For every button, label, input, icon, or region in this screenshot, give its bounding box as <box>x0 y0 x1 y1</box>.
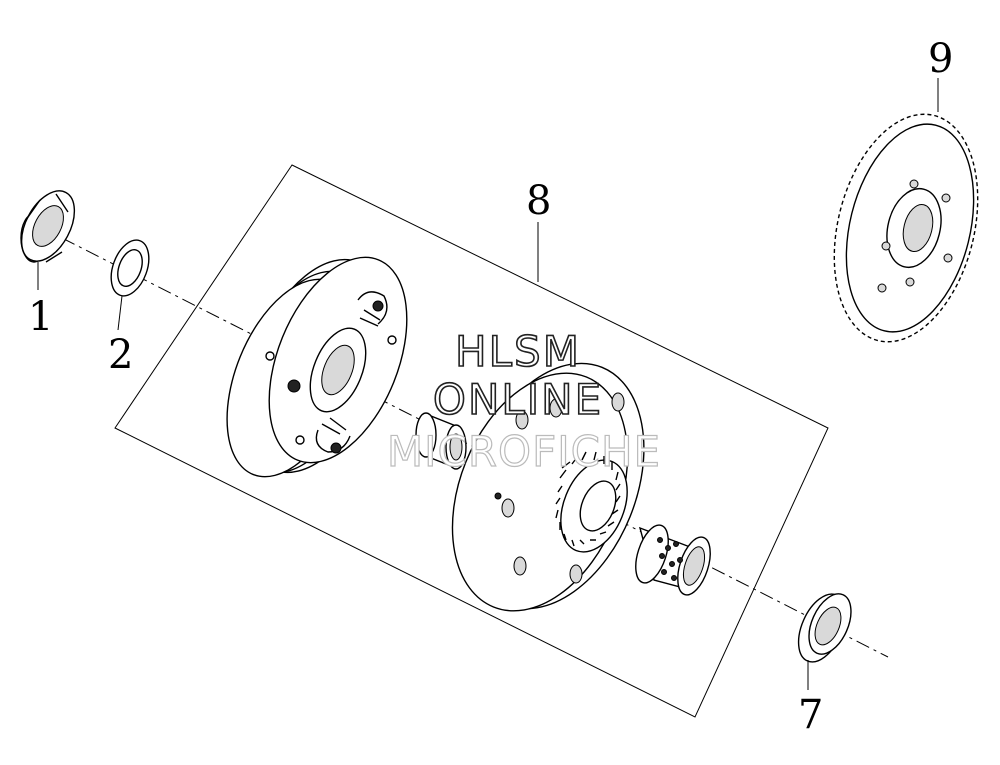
seal-ring-part <box>797 593 852 663</box>
watermark-line-3: MICROFICHE <box>387 427 661 476</box>
callout-1: 1 <box>28 294 53 340</box>
callout-9: 9 <box>928 36 953 82</box>
watermark-line-1: HLSM <box>455 327 581 376</box>
leader-2 <box>117 295 123 331</box>
lock-nut-part <box>20 190 76 263</box>
clutch-shoe-assembly-part <box>226 256 408 478</box>
bushing-part <box>415 412 467 470</box>
watermark-line-2: ONLINE <box>433 375 603 424</box>
callout-2: 2 <box>108 332 133 378</box>
driven-gear-part <box>833 113 979 343</box>
callout-7: 7 <box>798 692 823 738</box>
needle-bearing-part <box>635 524 711 596</box>
washer-part <box>110 239 150 297</box>
clutch-drum-part <box>451 362 645 612</box>
callout-8: 8 <box>526 178 551 224</box>
assembly-box <box>114 164 829 718</box>
